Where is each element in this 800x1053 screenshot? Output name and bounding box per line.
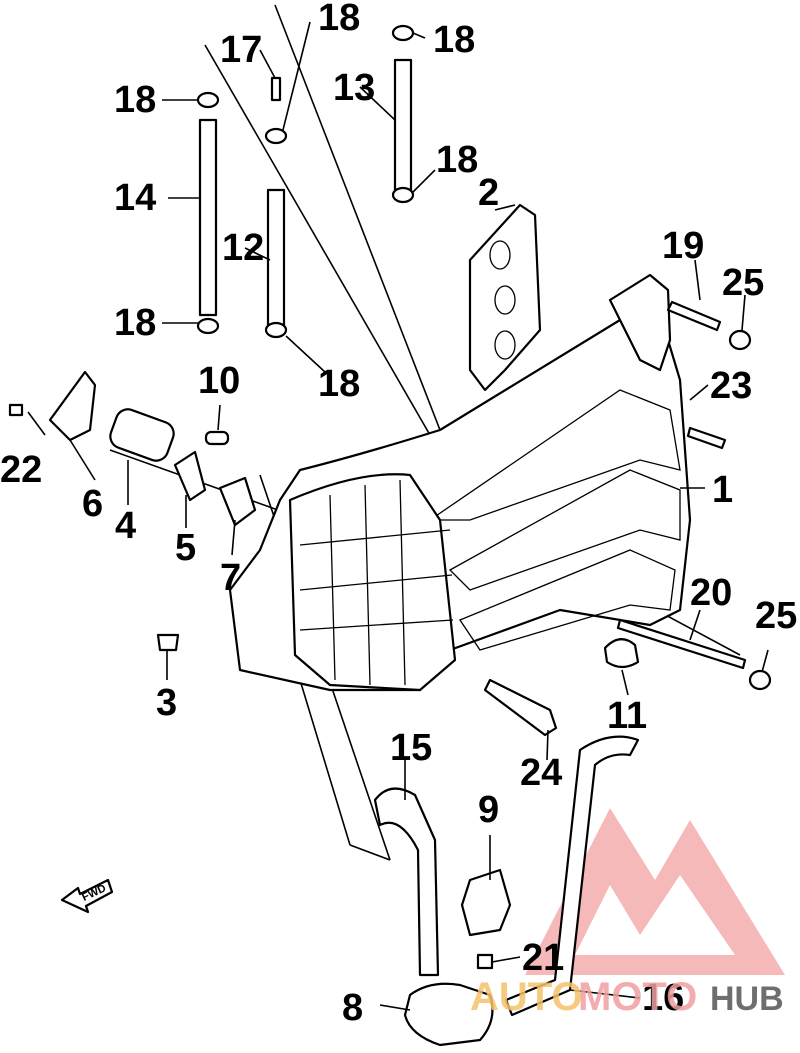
hose-14-part — [198, 118, 218, 317]
watermark-auto: AUTO — [470, 975, 583, 1019]
callout-3: 3 — [156, 682, 177, 724]
bolt-21-part — [476, 953, 494, 970]
hose-16-part — [504, 735, 640, 1017]
watermark-hub: HUB — [710, 980, 784, 1018]
bolt-23-part — [686, 426, 727, 450]
bolt-24-part — [483, 678, 558, 737]
callout-24: 24 — [520, 752, 562, 794]
callout-18a: 18 — [114, 79, 156, 121]
callout-18b: 18 — [114, 302, 156, 344]
watermark-moto: MOTO — [578, 975, 697, 1019]
callout-20: 20 — [690, 572, 732, 614]
callout-18c: 18 — [318, 0, 360, 39]
screw-22-part — [8, 403, 24, 417]
gasket-5-part — [173, 450, 207, 502]
hose-15-part — [373, 787, 440, 977]
callout-19: 19 — [662, 225, 704, 267]
bracket-9-part — [460, 868, 512, 937]
callout-18f: 18 — [318, 363, 360, 405]
nut-25b-part — [748, 669, 772, 691]
callout-7: 7 — [220, 557, 241, 599]
gasket-part — [468, 203, 542, 392]
callout-5: 5 — [175, 527, 196, 569]
clamp-parts — [196, 24, 415, 339]
callout-18d: 18 — [433, 19, 475, 61]
callout-13: 13 — [333, 67, 375, 109]
callout-8: 8 — [342, 987, 363, 1029]
intake-manifold — [228, 273, 692, 692]
callout-1: 1 — [712, 469, 733, 511]
callout-leaders — [27, 21, 769, 1011]
callout-25b: 25 — [755, 595, 797, 637]
hose-12-part — [266, 188, 286, 332]
callout-6: 6 — [82, 483, 103, 525]
callout-17: 17 — [220, 29, 262, 71]
callout-25a: 25 — [722, 262, 764, 304]
callout-15: 15 — [390, 727, 432, 769]
callout-11: 11 — [607, 695, 647, 737]
callout-12: 12 — [222, 227, 264, 269]
stud-20-part — [616, 618, 747, 670]
gasket-6-part — [48, 370, 97, 442]
callout-2: 2 — [478, 172, 499, 214]
callouts: 1 2 3 4 5 6 7 8 9 10 11 12 13 14 15 16 1… — [0, 0, 797, 1029]
callout-14: 14 — [114, 177, 156, 219]
callout-21: 21 — [522, 937, 564, 979]
callout-4: 4 — [115, 505, 136, 547]
watermark-text: AUTO MOTO HUB — [470, 975, 784, 1019]
fwd-arrow-icon — [60, 878, 114, 914]
sensor-4-part — [109, 408, 175, 462]
callout-9: 9 — [478, 789, 499, 831]
watermark-logo — [525, 808, 785, 975]
hose-13-part — [393, 58, 413, 192]
valve-7-part — [218, 476, 257, 527]
bolt-19-part — [666, 300, 722, 332]
nut-25-part — [728, 329, 752, 351]
callout-18e: 18 — [436, 139, 478, 181]
callout-23: 23 — [710, 365, 752, 407]
callout-22: 22 — [0, 449, 42, 491]
callout-10: 10 — [198, 360, 240, 402]
fitting-17-part — [270, 76, 282, 102]
callout-16: 16 — [642, 977, 684, 1019]
screw-3-part — [156, 633, 180, 652]
plug-10-part — [204, 430, 230, 446]
filter-8-part — [403, 982, 494, 1047]
cap-11-part — [603, 638, 640, 669]
